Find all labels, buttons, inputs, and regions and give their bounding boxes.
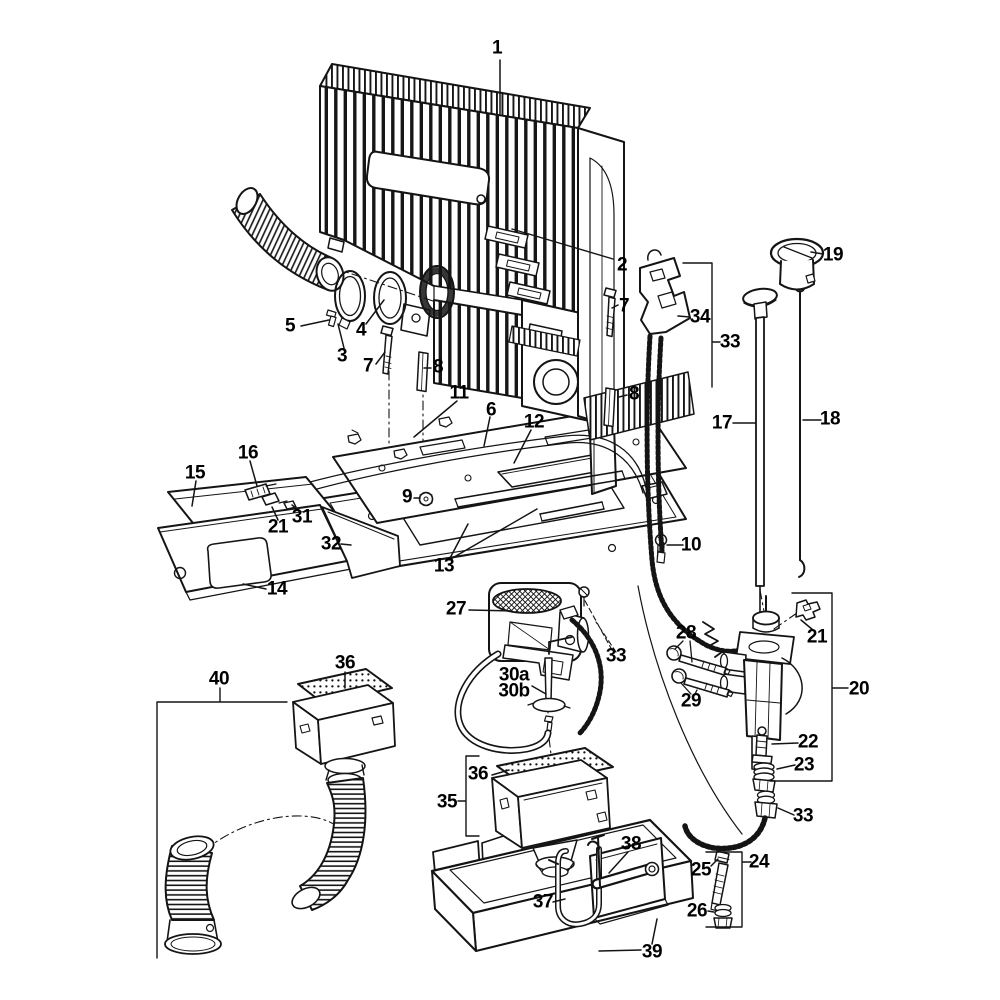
bracket-35 (457, 755, 480, 837)
flue-hose (231, 187, 345, 292)
left-covers (157, 476, 401, 601)
bracket-40 (156, 687, 288, 959)
screw-25 (714, 850, 730, 864)
handle-recess (365, 150, 491, 206)
foot-tab (327, 237, 345, 253)
supply-hose-33 (682, 815, 768, 852)
fin-face-lower (433, 299, 523, 399)
elbow-duct (299, 777, 367, 911)
knob-bezel-19 (769, 237, 825, 291)
clamp-ring-3 (334, 270, 366, 322)
bracket-33a (682, 262, 721, 388)
plug-21a (261, 492, 280, 506)
igniter-34 (639, 249, 751, 654)
olive-nut-23 (752, 762, 776, 793)
heat-exchanger (319, 63, 695, 441)
side-casing (577, 127, 625, 431)
heat-shield-band-a (508, 325, 581, 357)
ignition-lead-33b (569, 617, 604, 737)
rod-18 (794, 281, 806, 578)
part-31 (283, 500, 297, 510)
louvres-2 (484, 225, 551, 305)
screw-5 (325, 309, 337, 328)
gas-valve-20 (666, 595, 821, 852)
flue-spigot (533, 359, 579, 405)
wires-31 (267, 434, 647, 503)
clip-21b (795, 599, 821, 621)
control-rod-17 (742, 287, 778, 621)
nozzle-22 (751, 726, 773, 765)
screw-28 (666, 645, 731, 676)
burner-grille (492, 588, 562, 614)
spark-connector (559, 605, 579, 620)
nut-9 (418, 491, 434, 507)
floor-outlet-group (430, 747, 694, 952)
sleeves-8 (416, 351, 616, 428)
burner-27 (454, 582, 604, 754)
leader-lines (156, 59, 849, 959)
route-curves (637, 585, 743, 835)
fitting-33c (754, 790, 778, 819)
nut-26 (713, 903, 733, 929)
seal-rings (325, 265, 455, 330)
ignition-cable (644, 333, 751, 654)
casing-screw (476, 194, 486, 204)
screw-29 (671, 668, 734, 698)
bracket-24 (705, 851, 752, 928)
fixing-kit-24 (710, 850, 733, 929)
gasket-13 (454, 470, 626, 522)
clip-11c (438, 416, 453, 428)
ignition-cable-2 (655, 335, 665, 555)
ring-4 (373, 271, 407, 325)
mount-lug (400, 303, 431, 337)
thermocouple-30 (527, 636, 573, 732)
clip-11 (347, 433, 362, 445)
bracket-20 (769, 592, 849, 782)
floor-duct-group-40 (164, 668, 396, 955)
clip-11b (393, 448, 408, 460)
strap-38 (591, 834, 660, 890)
